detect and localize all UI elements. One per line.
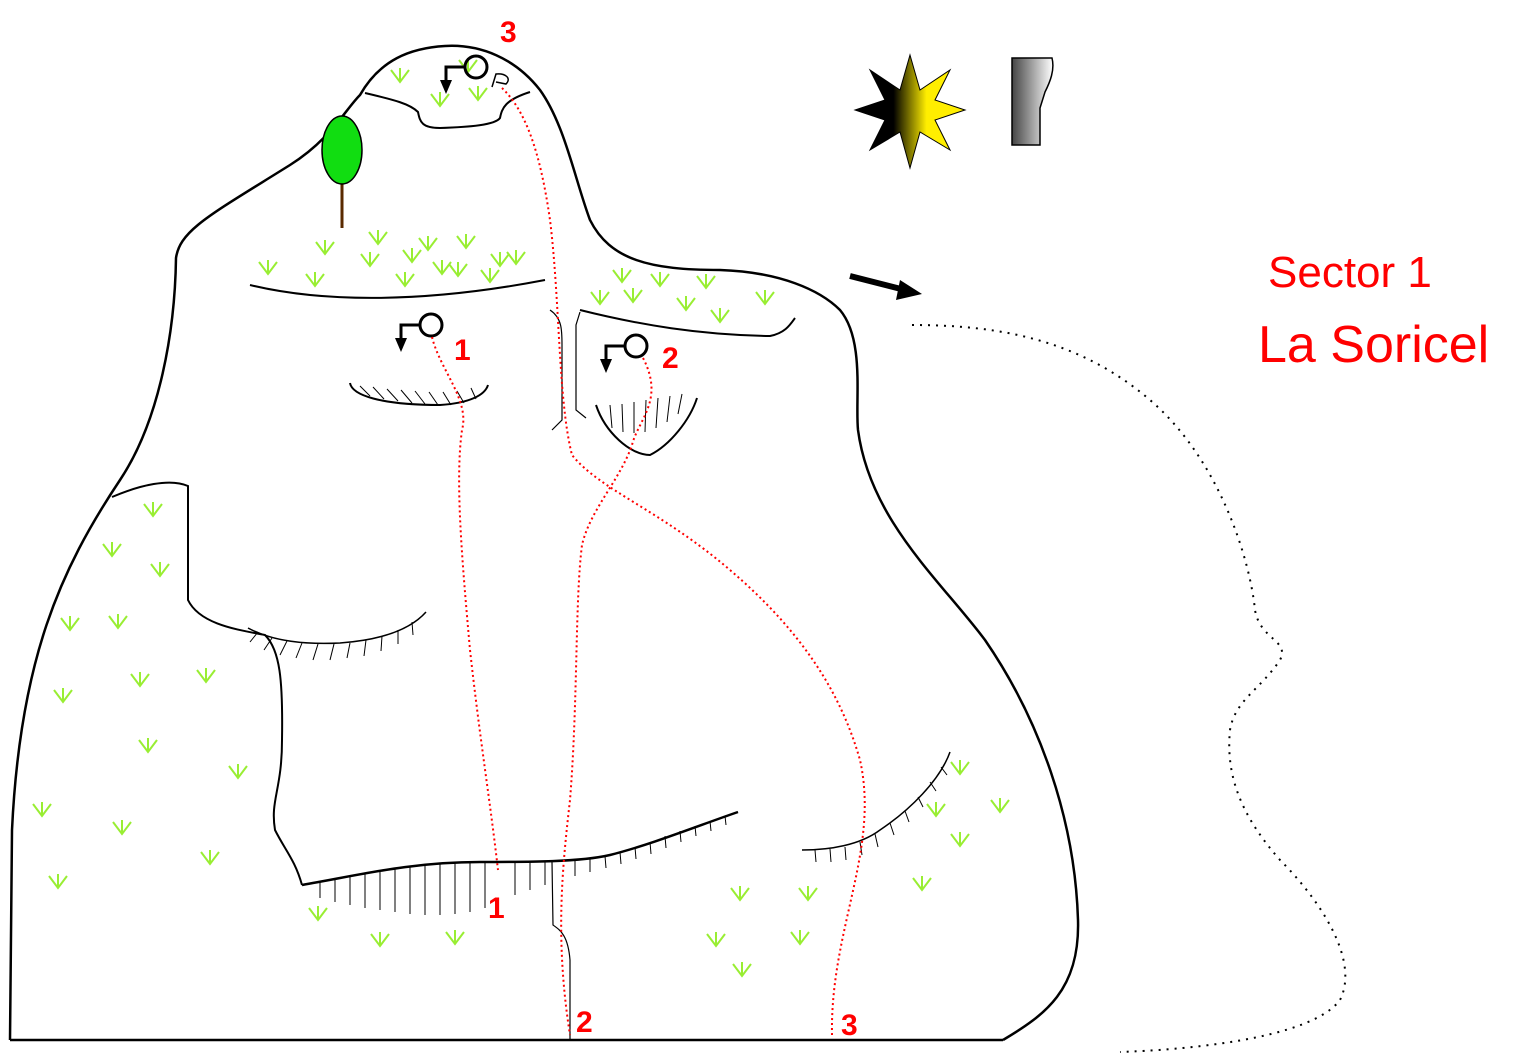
grass-tuft-icon bbox=[790, 930, 810, 946]
grass-tuft-icon bbox=[390, 68, 410, 84]
route-2-top-label: 2 bbox=[662, 342, 679, 375]
rappel-anchor-icon bbox=[600, 333, 649, 373]
grass-tuft-icon bbox=[590, 290, 610, 306]
grass-tuft-icon bbox=[506, 250, 526, 266]
grass-tuft-icon bbox=[305, 272, 325, 288]
crag-name: La Soricel bbox=[1258, 316, 1490, 374]
rappel-anchor-icon bbox=[440, 54, 489, 94]
grass-tuft-icon bbox=[430, 92, 450, 108]
overhang-mid-left bbox=[247, 611, 427, 645]
overhang-route-2 bbox=[595, 397, 698, 457]
grass-tuft-icon bbox=[798, 886, 818, 902]
grass-tuft-icon bbox=[448, 262, 468, 278]
rappel-anchor-icon bbox=[395, 312, 444, 352]
grass-tuft-icon bbox=[926, 802, 946, 818]
route-2-bottom-label: 2 bbox=[576, 1006, 593, 1039]
grass-tuft-icon bbox=[108, 614, 128, 630]
sun-icon bbox=[853, 53, 967, 170]
grass-ledge-2 bbox=[579, 309, 796, 338]
route-3-top-label: 3 bbox=[500, 16, 517, 49]
route-2-line bbox=[560, 357, 653, 1036]
grass-tuft-icon bbox=[143, 502, 163, 518]
overhang-mid-left-hatch bbox=[249, 621, 414, 661]
grass-tuft-icon bbox=[912, 876, 932, 892]
approach-path bbox=[911, 324, 1347, 1053]
grass-tuft-icon bbox=[623, 288, 643, 304]
overhang-route-1 bbox=[349, 382, 489, 407]
route-1-bottom-label: 1 bbox=[488, 892, 505, 925]
grass-tuft-icon bbox=[53, 688, 73, 704]
grass-tuft-icon bbox=[456, 234, 476, 250]
grass-tuft-icon bbox=[48, 874, 68, 890]
grass-tuft-icon bbox=[676, 296, 696, 312]
grass-tuft-icon bbox=[130, 672, 150, 688]
grass-tuft-icon bbox=[732, 962, 752, 978]
grass-tuft-icon bbox=[368, 230, 388, 246]
overhang-lower-right bbox=[801, 751, 951, 851]
top-ledge bbox=[364, 91, 531, 130]
grass-tuft-icon bbox=[706, 932, 726, 948]
grass-tuft-icon bbox=[990, 798, 1010, 814]
route-3-bottom-label: 3 bbox=[841, 1009, 858, 1042]
grass-tuft-icon bbox=[150, 562, 170, 578]
grass-tuft-icon bbox=[102, 542, 122, 558]
grass-tuft-icon bbox=[200, 850, 220, 866]
left-buttress-outline bbox=[111, 481, 303, 886]
grass-tuft-icon bbox=[950, 760, 970, 776]
grass-tuft-icon bbox=[138, 738, 158, 754]
overhang-route-2-hatch bbox=[609, 393, 683, 433]
crack-lower bbox=[551, 861, 571, 1040]
grass-tuft-icon bbox=[490, 252, 510, 268]
grass-tuft-icon bbox=[650, 272, 670, 288]
grass-tuft-icon bbox=[445, 930, 465, 946]
grass-tuft-icon bbox=[370, 932, 390, 948]
lower-roof bbox=[301, 810, 739, 887]
grass-tufts bbox=[32, 58, 1010, 978]
grass-tuft-icon bbox=[402, 248, 422, 264]
grass-tuft-icon bbox=[32, 802, 52, 818]
grass-tuft-icon bbox=[480, 268, 500, 284]
overhang-lower-right-hatch bbox=[814, 766, 948, 863]
approach-arrow-icon bbox=[849, 273, 922, 300]
wall-profile-icon bbox=[1011, 57, 1054, 146]
grass-tuft-icon bbox=[696, 274, 716, 290]
route-3-line bbox=[501, 87, 866, 1036]
grass-tuft-icon bbox=[258, 260, 278, 276]
grass-tuft-icon bbox=[950, 832, 970, 848]
route-1-top-label: 1 bbox=[454, 334, 471, 367]
grass-tuft-icon bbox=[730, 886, 750, 902]
grass-ledge-1 bbox=[249, 279, 546, 299]
grass-tuft-icon bbox=[418, 236, 438, 252]
crack-upper-right bbox=[575, 311, 587, 419]
grass-tuft-icon bbox=[228, 764, 248, 780]
anchor-p-mark bbox=[491, 73, 509, 88]
rock-outline bbox=[8, 44, 1080, 1042]
crack-upper bbox=[549, 309, 563, 431]
grass-tuft-icon bbox=[395, 272, 415, 288]
overhang-route-1-hatch bbox=[359, 385, 477, 406]
grass-tuft-icon bbox=[112, 820, 132, 836]
grass-tuft-icon bbox=[612, 268, 632, 284]
tree-icon bbox=[321, 115, 363, 228]
grass-tuft-icon bbox=[308, 906, 328, 922]
grass-tuft-icon bbox=[468, 86, 488, 102]
grass-tuft-icon bbox=[755, 290, 775, 306]
route-1-line bbox=[431, 336, 499, 871]
grass-tuft-icon bbox=[710, 308, 730, 324]
lower-roof-hatch bbox=[319, 815, 727, 915]
grass-tuft-icon bbox=[196, 668, 216, 684]
grass-tuft-icon bbox=[60, 616, 80, 632]
sector-label: Sector 1 bbox=[1268, 248, 1432, 297]
grass-tuft-icon bbox=[432, 260, 452, 276]
grass-tuft-icon bbox=[315, 240, 335, 256]
grass-tuft-icon bbox=[360, 252, 380, 268]
